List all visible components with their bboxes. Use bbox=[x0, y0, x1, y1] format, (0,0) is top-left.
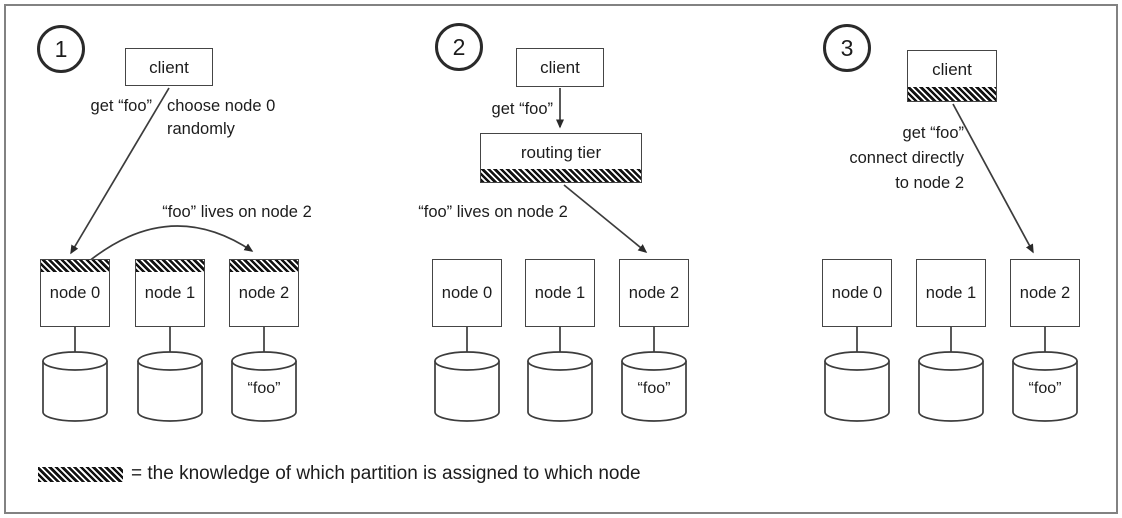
client-label: client bbox=[540, 58, 580, 77]
step-badge-2: 2 bbox=[435, 23, 483, 71]
node-label: node 2 bbox=[628, 283, 680, 302]
node0-box-panel1: node 0 bbox=[40, 259, 110, 327]
figure-border bbox=[4, 4, 1118, 514]
database-cylinder bbox=[824, 361, 890, 422]
database-cylinder bbox=[231, 361, 297, 422]
node-label: node 1 bbox=[534, 283, 586, 302]
client-box-panel1: client bbox=[125, 48, 213, 86]
routing-tier-label: routing tier bbox=[520, 142, 602, 162]
partition-knowledge-hatch bbox=[41, 260, 109, 272]
node-label: node 0 bbox=[441, 283, 493, 302]
step-badge-1: 1 bbox=[37, 25, 85, 73]
get-foo-label-panel1: get “foo” bbox=[90, 97, 152, 115]
get-foo-label-panel2: get “foo” bbox=[491, 100, 553, 118]
database-cylinder-top bbox=[137, 351, 203, 371]
legend-text: = the knowledge of which partition is as… bbox=[131, 463, 641, 484]
node-label: node 1 bbox=[144, 283, 196, 302]
node2-box-panel1: node 2 bbox=[229, 259, 299, 327]
database-cylinder-top bbox=[1012, 351, 1078, 371]
arrow-routing-tier-to-node2 bbox=[563, 184, 648, 253]
node-label: node 2 bbox=[238, 283, 290, 302]
routing-tier-box: routing tier bbox=[480, 133, 642, 183]
node-label: node 0 bbox=[831, 283, 883, 302]
database-cylinder bbox=[434, 361, 500, 422]
foo-data-label-panel1: “foo” bbox=[247, 380, 281, 397]
database-cylinder-top bbox=[434, 351, 500, 371]
database-cylinder bbox=[621, 361, 687, 422]
client-box-panel3: client bbox=[907, 50, 997, 102]
database-cylinder-top bbox=[527, 351, 593, 371]
node-label: node 1 bbox=[925, 283, 977, 302]
step-number: 2 bbox=[452, 33, 466, 60]
connect-directly-note: get “foo” connect directly to node 2 bbox=[849, 124, 964, 192]
step-number: 1 bbox=[54, 35, 68, 62]
node1-box-panel1: node 1 bbox=[135, 259, 205, 327]
database-cylinder-top bbox=[42, 351, 108, 371]
client-label: client bbox=[932, 59, 972, 79]
database-cylinder bbox=[42, 361, 108, 422]
arrow-client-to-node0 bbox=[70, 87, 170, 255]
client-label: client bbox=[149, 57, 189, 77]
database-cylinder-top bbox=[918, 351, 984, 371]
partition-knowledge-hatch bbox=[230, 260, 298, 272]
node0-box-panel3: node 0 bbox=[822, 259, 892, 327]
choose-node-randomly-note: choose node 0 randomly bbox=[167, 97, 276, 138]
database-cylinder bbox=[527, 361, 593, 422]
foo-data-label-panel3: “foo” bbox=[1028, 380, 1062, 397]
node0-box-panel2: node 0 bbox=[432, 259, 502, 327]
node2-box-panel2: node 2 bbox=[619, 259, 689, 327]
partition-knowledge-hatch bbox=[481, 169, 641, 182]
database-cylinder-top bbox=[621, 351, 687, 371]
step-badge-3: 3 bbox=[823, 24, 871, 72]
hatch-pattern-swatch-icon bbox=[38, 467, 123, 482]
database-cylinder bbox=[137, 361, 203, 422]
arrow-client-direct-to-node2 bbox=[952, 103, 1034, 254]
node1-box-panel2: node 1 bbox=[525, 259, 595, 327]
foo-data-label-panel2: “foo” bbox=[637, 380, 671, 397]
step-number: 3 bbox=[840, 34, 854, 61]
node-label: node 2 bbox=[1019, 283, 1071, 302]
arc-arrow-node0-to-node2 bbox=[87, 225, 254, 263]
node2-box-panel3: node 2 bbox=[1010, 259, 1080, 327]
partition-knowledge-hatch bbox=[908, 87, 996, 101]
database-cylinder-top bbox=[824, 351, 890, 371]
partition-knowledge-hatch bbox=[136, 260, 204, 272]
foo-lives-on-node2-label-panel2: “foo” lives on node 2 bbox=[418, 203, 568, 221]
foo-lives-on-node2-label-panel1: “foo” lives on node 2 bbox=[162, 203, 312, 221]
node1-box-panel3: node 1 bbox=[916, 259, 986, 327]
database-cylinder bbox=[918, 361, 984, 422]
node-label: node 0 bbox=[49, 283, 101, 302]
database-cylinder-top bbox=[231, 351, 297, 371]
client-box-panel2: client bbox=[516, 48, 604, 87]
database-cylinder bbox=[1012, 361, 1078, 422]
